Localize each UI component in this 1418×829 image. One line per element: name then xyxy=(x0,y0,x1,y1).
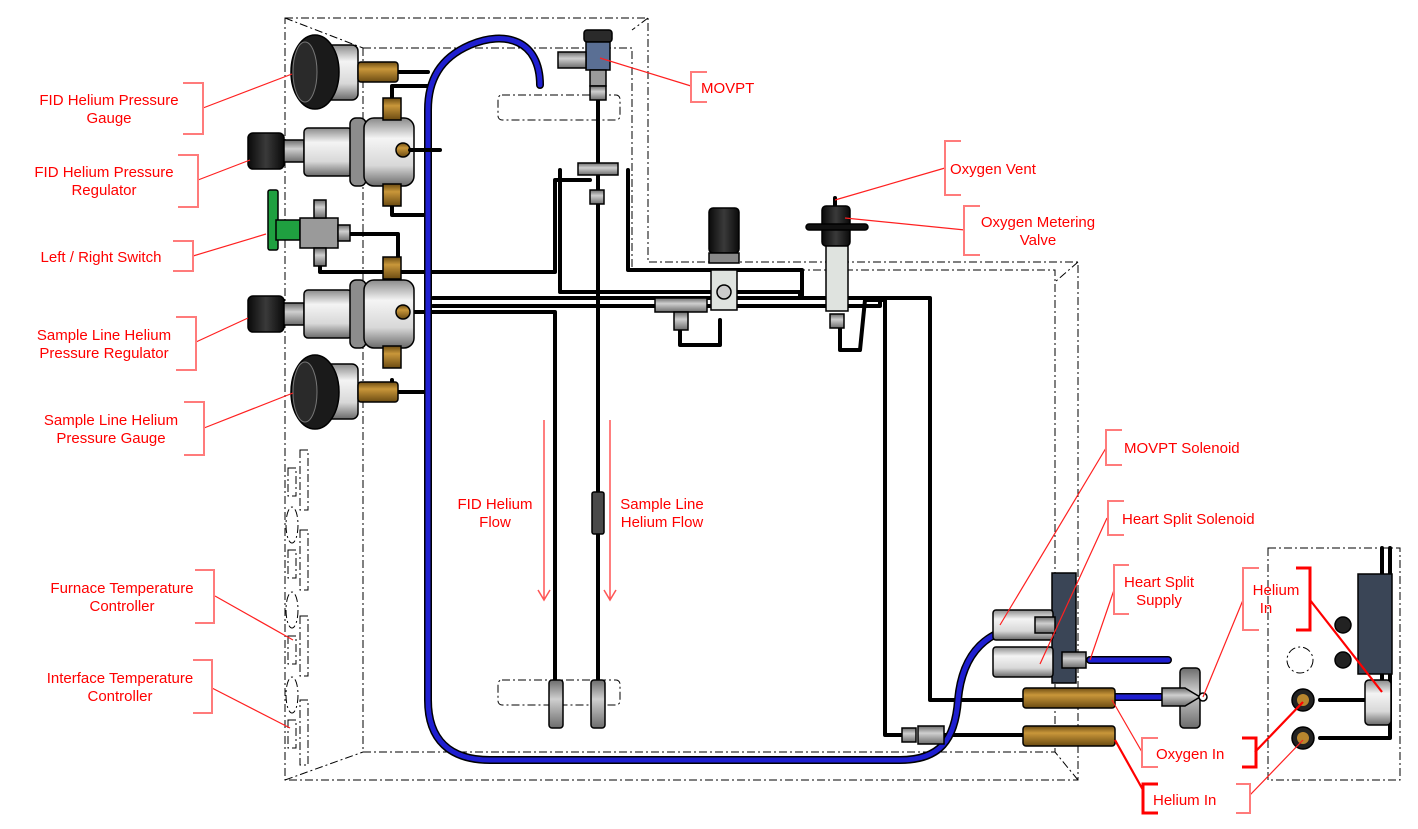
label-oxygen-vent: Oxygen Vent xyxy=(950,161,1037,178)
oxygen-pressure-valve xyxy=(654,207,740,331)
helium-blue-tubing xyxy=(424,34,1172,764)
label-movpt-solenoid: MOVPT Solenoid xyxy=(1124,440,1240,457)
left-right-switch xyxy=(267,189,351,267)
rear-panel xyxy=(1286,573,1393,750)
label-movpt: MOVPT xyxy=(701,80,754,97)
oxygen-inlet-fitting xyxy=(1022,687,1116,709)
helium-inlet-fitting xyxy=(1022,725,1116,747)
fid-helium-pressure-regulator xyxy=(247,97,442,207)
enclosure-outline xyxy=(284,17,1401,781)
fid-helium-flow-arrow xyxy=(537,420,551,602)
movpt-valve xyxy=(557,29,619,535)
label-oxygen-in: Oxygen In xyxy=(1156,746,1224,763)
oxygen-tee-fitting xyxy=(1161,667,1208,729)
solenoid-block xyxy=(992,572,1087,684)
sample-line-helium-pressure-regulator xyxy=(247,256,415,369)
leader-lines xyxy=(192,57,1383,796)
oxygen-metering-valve xyxy=(805,196,869,329)
label-brackets xyxy=(173,71,1312,815)
label-left-right-switch: Left / Right Switch xyxy=(41,249,162,266)
sample-line-helium-flow-arrow xyxy=(603,420,617,602)
fid-helium-pressure-gauge xyxy=(290,34,399,110)
label-heart-split-solenoid: Heart Split Solenoid xyxy=(1122,511,1255,528)
controller-panel xyxy=(285,449,309,766)
flow-outlet-fittings xyxy=(548,679,945,745)
label-helium-in-bottom: Helium In xyxy=(1153,792,1216,809)
tubing xyxy=(318,70,1392,740)
sample-line-helium-pressure-gauge xyxy=(290,354,399,430)
